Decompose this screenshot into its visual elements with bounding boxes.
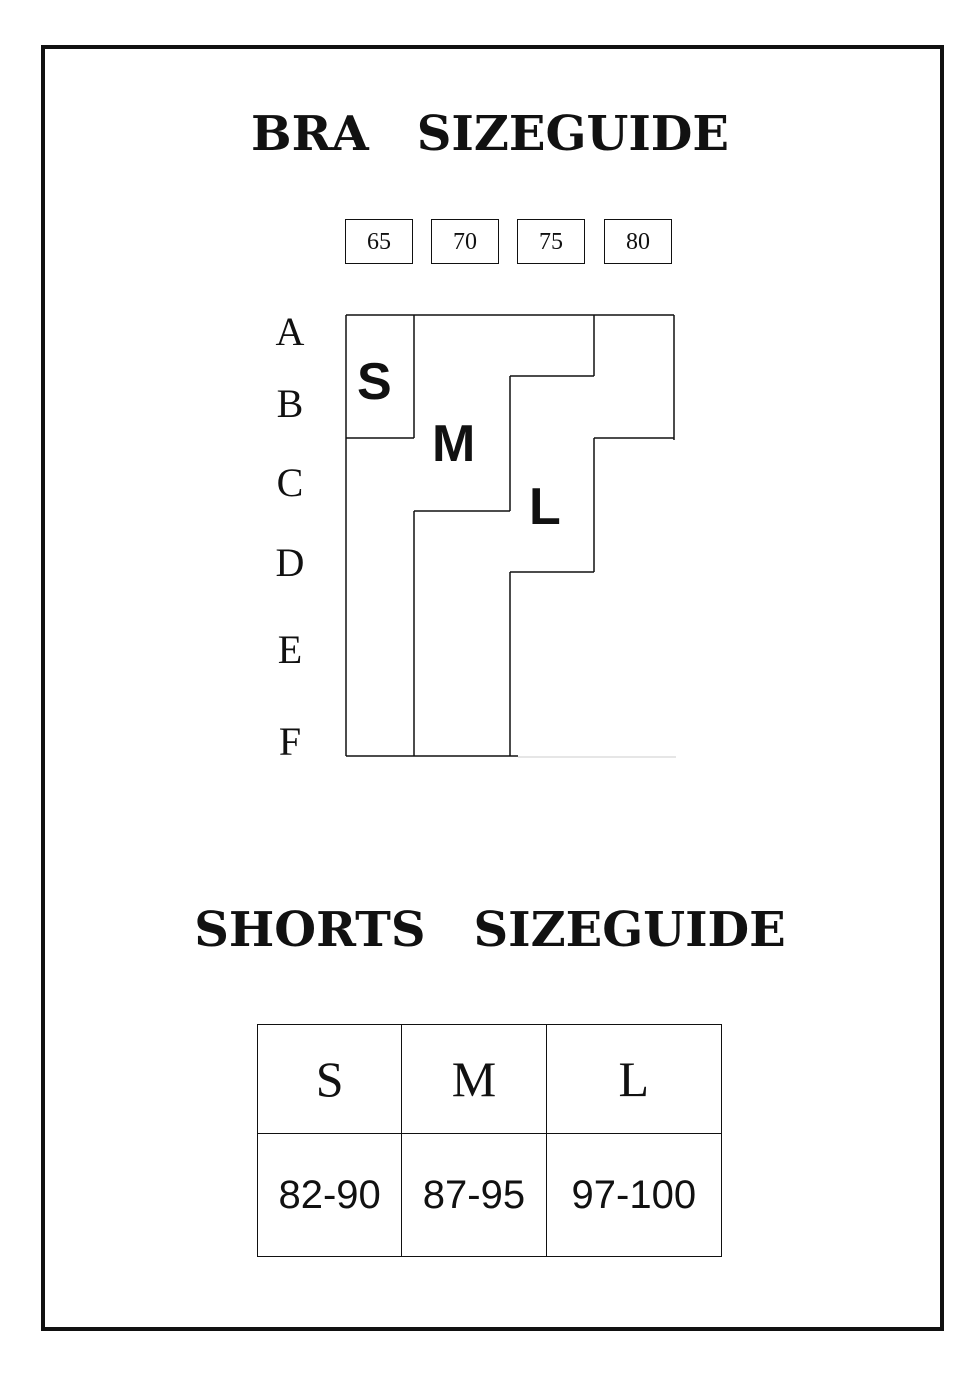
table-row: S M L: [256, 1024, 723, 1134]
bra-title: BRA SIZEGUIDE: [251, 106, 729, 162]
shorts-size-table: S M L 82-90 87-95 97-100: [256, 1024, 723, 1257]
bra-size-mark-l: L: [529, 478, 561, 536]
page-frame: [41, 45, 944, 1331]
shorts-range-s: 82-90: [256, 1133, 403, 1257]
shorts-size-m: M: [401, 1024, 547, 1134]
cup-label-e: E: [277, 627, 303, 672]
shorts-size-s: S: [256, 1024, 403, 1134]
cup-label-f: F: [278, 719, 302, 764]
cup-label-d: D: [275, 540, 305, 585]
bra-size-mark-s: S: [357, 353, 392, 411]
cup-label-c: C: [276, 460, 304, 505]
cup-label-b: B: [276, 381, 304, 426]
bra-size-mark-m: M: [432, 415, 476, 473]
band-size-80: 80: [604, 219, 672, 264]
shorts-title: SHORTS SIZEGUIDE: [194, 902, 786, 958]
band-size-65: 65: [345, 219, 413, 264]
shorts-range-l: 97-100: [545, 1133, 723, 1257]
cup-label-a: A: [275, 309, 305, 354]
shorts-size-l: L: [545, 1024, 723, 1134]
band-size-75: 75: [517, 219, 585, 264]
shorts-range-m: 87-95: [401, 1133, 547, 1257]
band-size-70: 70: [431, 219, 499, 264]
table-row: 82-90 87-95 97-100: [256, 1133, 723, 1257]
